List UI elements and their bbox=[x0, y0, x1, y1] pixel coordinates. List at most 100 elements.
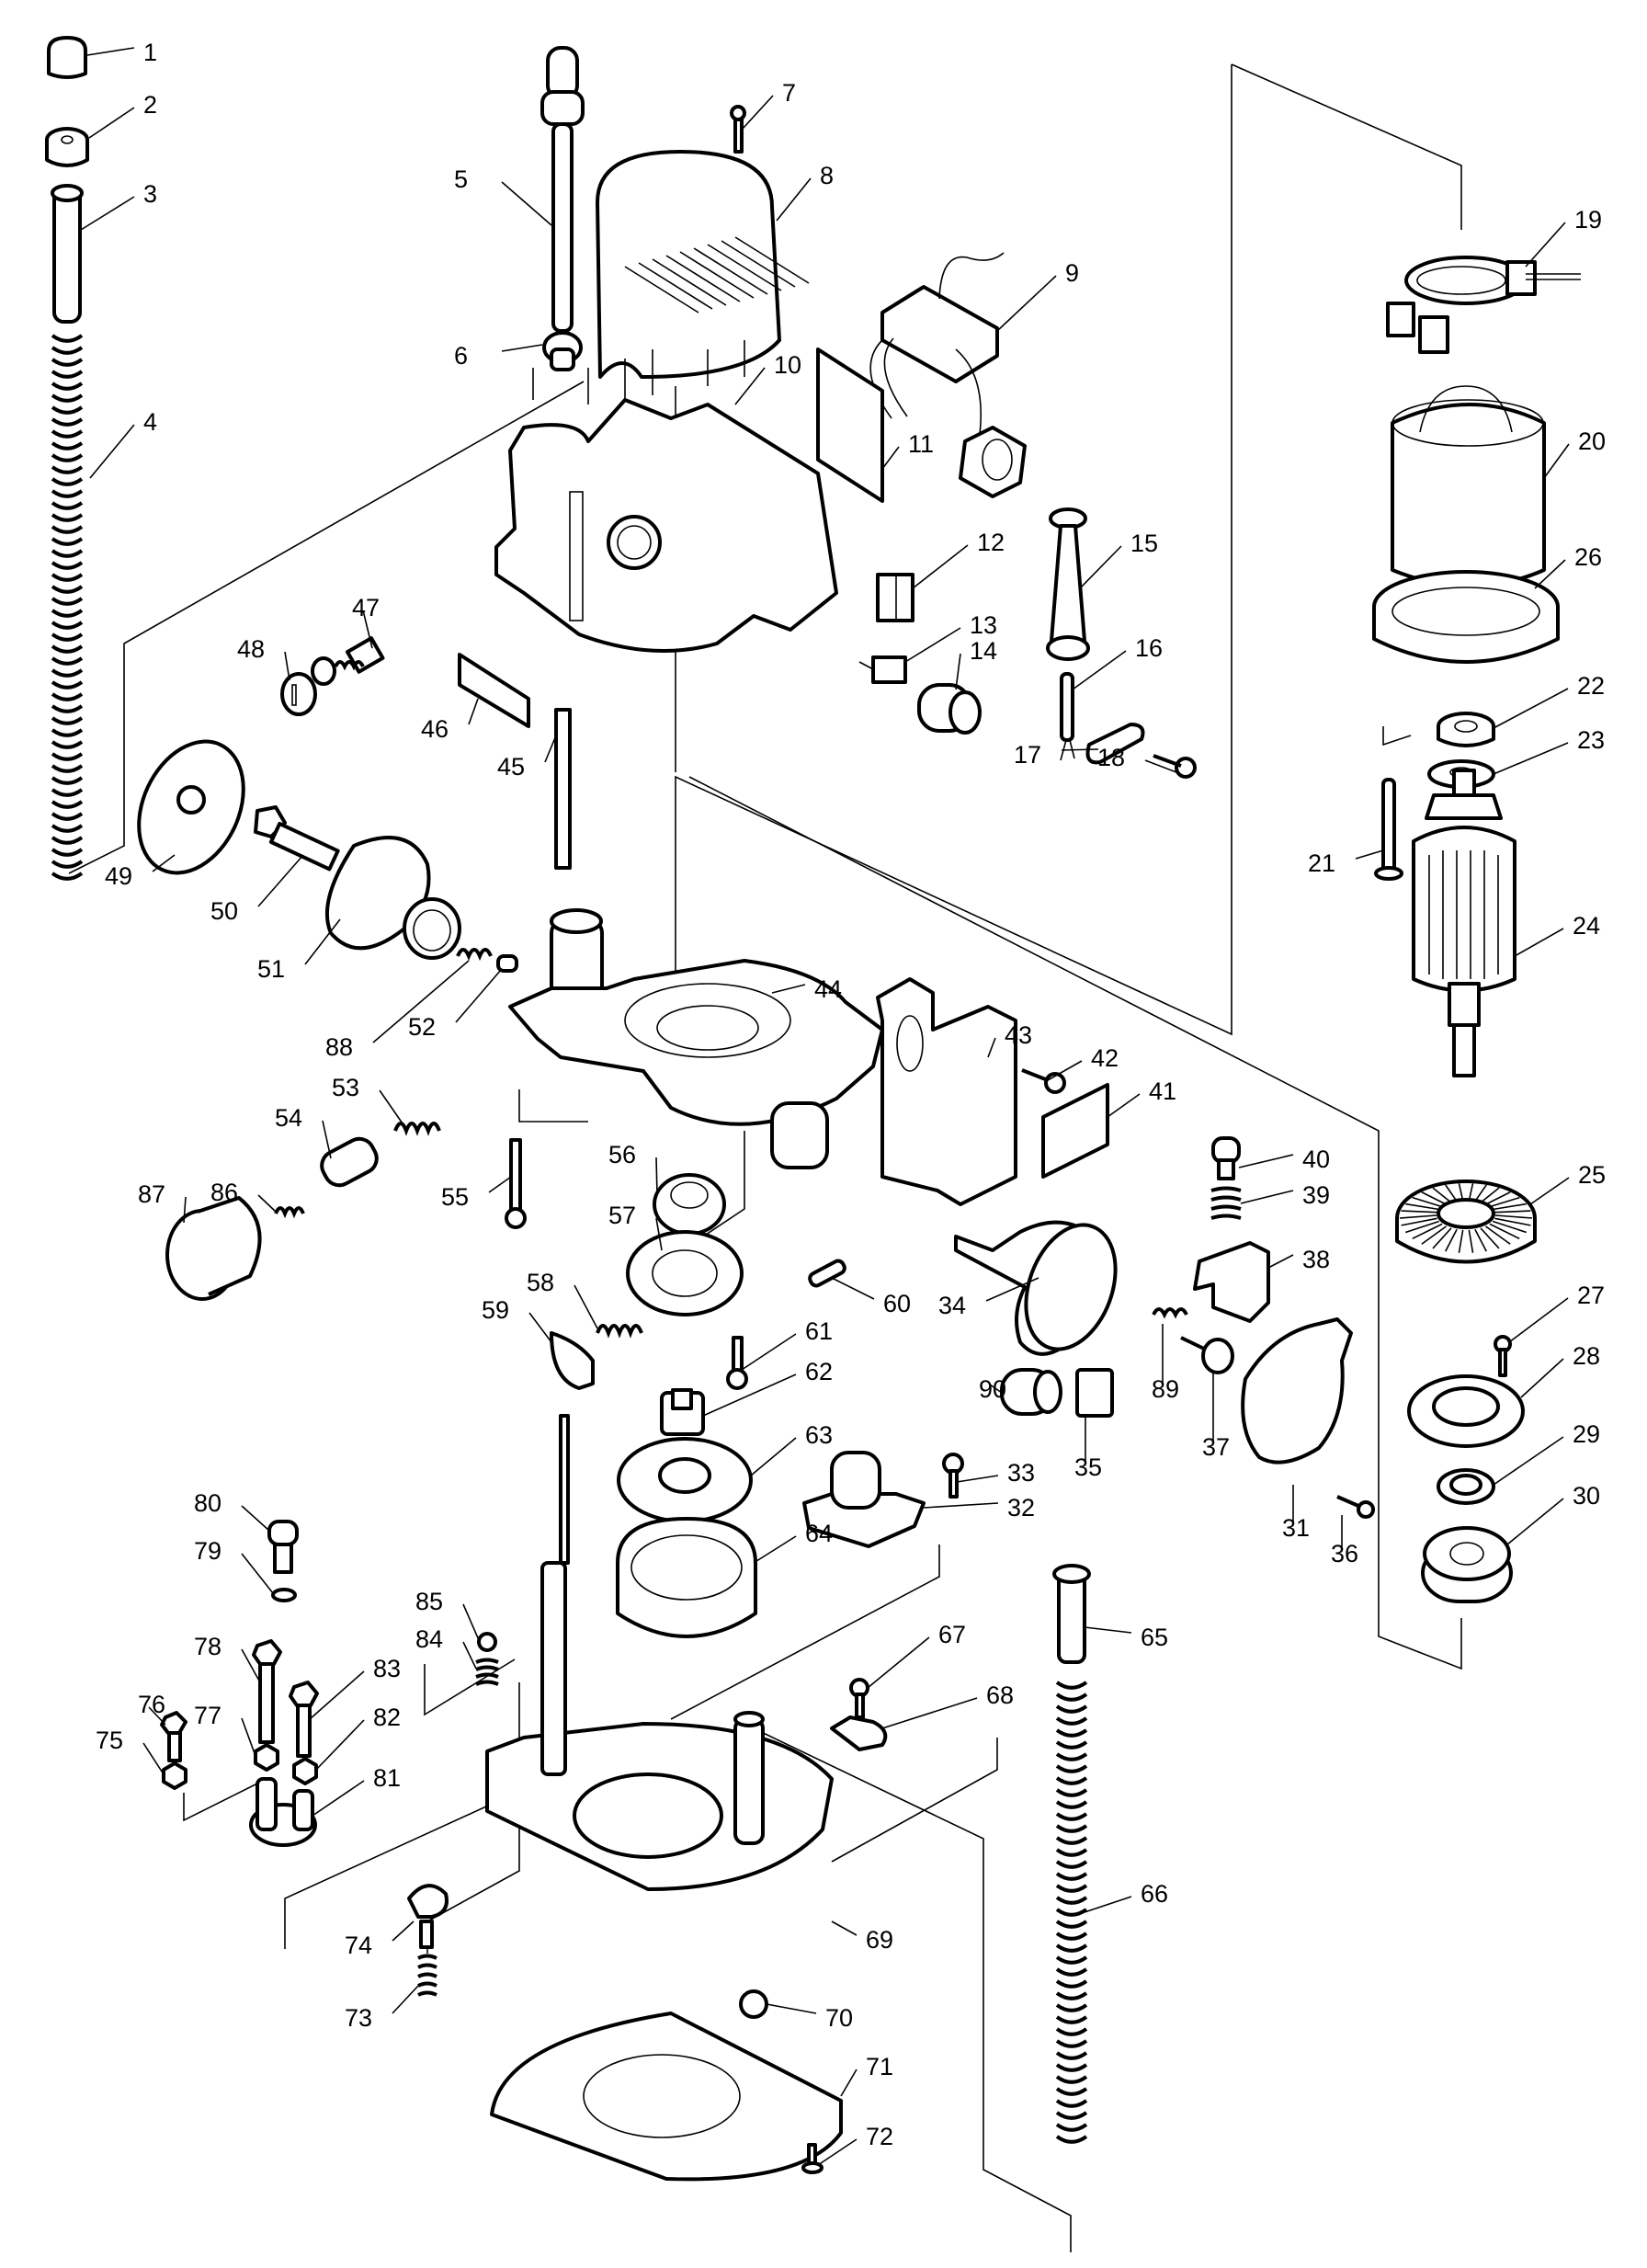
part-85-steel-ball[interactable] bbox=[477, 1632, 497, 1652]
part-24-armature[interactable] bbox=[1412, 769, 1516, 1077]
part-40-lock-button[interactable] bbox=[1211, 1136, 1241, 1180]
part-label-67[interactable]: 67 bbox=[867, 1621, 966, 1689]
part-83-hex-bolt[interactable] bbox=[289, 1681, 319, 1758]
part-56-bearing-seal[interactable] bbox=[653, 1173, 726, 1236]
part-label-22[interactable]: 22 bbox=[1493, 672, 1605, 729]
part-35-switch[interactable] bbox=[1075, 1368, 1114, 1418]
part-72-countersunk-screw[interactable] bbox=[801, 2143, 824, 2174]
part-60-pin[interactable] bbox=[808, 1259, 846, 1288]
part-label-70[interactable]: 70 bbox=[766, 2003, 853, 2032]
part-26-baffle-plate[interactable] bbox=[1372, 570, 1560, 664]
part-67-screw[interactable] bbox=[849, 1678, 869, 1719]
part-label-77[interactable]: 77 bbox=[194, 1702, 256, 1757]
part-76-hex-bolt[interactable] bbox=[160, 1711, 187, 1762]
part-48-brush-cap[interactable] bbox=[280, 672, 317, 716]
part-label-50[interactable]: 50 bbox=[210, 854, 304, 925]
part-15-cord-guard[interactable] bbox=[1046, 507, 1090, 661]
part-75-hex-nut[interactable] bbox=[162, 1761, 187, 1790]
part-53-compression-spring[interactable] bbox=[393, 1122, 441, 1136]
part-45-scale-strip[interactable] bbox=[554, 708, 572, 870]
part-43-handle-cover[interactable] bbox=[876, 977, 1017, 1206]
part-label-26[interactable]: 26 bbox=[1534, 543, 1602, 589]
part-label-6[interactable]: 6 bbox=[454, 342, 543, 370]
part-63-ring-plate[interactable] bbox=[617, 1437, 753, 1523]
part-label-49[interactable]: 49 bbox=[105, 854, 176, 890]
part-49-knob-grip[interactable] bbox=[119, 724, 264, 890]
part-label-64[interactable]: 64 bbox=[753, 1520, 833, 1564]
part-label-4[interactable]: 4 bbox=[89, 408, 157, 479]
part-label-59[interactable]: 59 bbox=[482, 1296, 552, 1343]
part-label-53[interactable]: 53 bbox=[332, 1074, 405, 1127]
part-71-base-plate[interactable] bbox=[490, 2012, 843, 2182]
part-41-label-plate[interactable] bbox=[1041, 1083, 1109, 1179]
part-30-ball-bearing[interactable] bbox=[1421, 1526, 1513, 1603]
part-70-retaining-ring[interactable] bbox=[739, 1989, 768, 2019]
part-88-compression-spring[interactable] bbox=[456, 948, 493, 962]
part-84-spring[interactable] bbox=[475, 1658, 499, 1686]
part-label-41[interactable]: 41 bbox=[1107, 1077, 1176, 1118]
part-label-28[interactable]: 28 bbox=[1520, 1342, 1600, 1398]
part-label-60[interactable]: 60 bbox=[831, 1277, 911, 1317]
part-label-84[interactable]: 84 bbox=[415, 1625, 477, 1670]
part-label-62[interactable]: 62 bbox=[702, 1358, 833, 1417]
part-label-37[interactable]: 37 bbox=[1202, 1373, 1230, 1461]
part-label-3[interactable]: 3 bbox=[80, 180, 157, 231]
part-label-31[interactable]: 31 bbox=[1282, 1485, 1310, 1542]
part-16-cord[interactable] bbox=[1060, 672, 1075, 761]
part-52-pin[interactable] bbox=[496, 954, 518, 973]
part-label-87[interactable]: 87 bbox=[138, 1180, 187, 1224]
part-label-42[interactable]: 42 bbox=[1047, 1044, 1119, 1081]
part-65-pole[interactable] bbox=[1052, 1564, 1091, 1664]
part-27-screw[interactable] bbox=[1494, 1335, 1512, 1377]
part-label-27[interactable]: 27 bbox=[1508, 1282, 1605, 1343]
part-51-handle-knob[interactable] bbox=[324, 836, 461, 960]
part-label-12[interactable]: 12 bbox=[912, 529, 1005, 589]
part-label-18[interactable]: 18 bbox=[1097, 744, 1177, 773]
part-1-cap[interactable] bbox=[47, 36, 87, 79]
part-57-bearing-plate[interactable] bbox=[626, 1230, 744, 1316]
part-label-56[interactable]: 56 bbox=[608, 1141, 658, 1196]
part-label-65[interactable]: 65 bbox=[1084, 1624, 1168, 1651]
part-46-name-plate[interactable] bbox=[458, 653, 530, 728]
part-10-motor-housing[interactable] bbox=[494, 340, 838, 653]
part-19-brush-holder[interactable] bbox=[1386, 256, 1581, 354]
part-11-label-plate[interactable] bbox=[816, 348, 884, 503]
part-label-15[interactable]: 15 bbox=[1079, 530, 1158, 589]
part-9-controller[interactable] bbox=[869, 252, 1027, 498]
part-label-32[interactable]: 32 bbox=[923, 1494, 1035, 1521]
part-label-33[interactable]: 33 bbox=[956, 1459, 1035, 1487]
part-label-85[interactable]: 85 bbox=[415, 1588, 480, 1641]
part-label-40[interactable]: 40 bbox=[1238, 1145, 1330, 1173]
part-82-hex-nut[interactable] bbox=[292, 1757, 318, 1785]
part-22-ball-bearing[interactable] bbox=[1437, 712, 1495, 747]
part-label-63[interactable]: 63 bbox=[750, 1421, 833, 1476]
part-label-74[interactable]: 74 bbox=[345, 1920, 415, 1959]
part-label-23[interactable]: 23 bbox=[1493, 726, 1605, 775]
part-61-screw[interactable] bbox=[726, 1336, 748, 1390]
part-label-51[interactable]: 51 bbox=[257, 918, 341, 983]
part-label-46[interactable]: 46 bbox=[421, 698, 479, 743]
part-label-90[interactable]: 90 bbox=[979, 1375, 1006, 1403]
part-8-top-cover[interactable] bbox=[596, 150, 810, 379]
part-label-72[interactable]: 72 bbox=[817, 2123, 893, 2166]
part-13-noise-suppressor[interactable] bbox=[858, 655, 907, 684]
part-21-long-screw[interactable] bbox=[1374, 778, 1403, 881]
part-32-flange-boss[interactable] bbox=[802, 1451, 926, 1548]
part-label-9[interactable]: 9 bbox=[996, 259, 1079, 332]
part-37-screw-with-washer[interactable] bbox=[1180, 1336, 1234, 1374]
part-label-10[interactable]: 10 bbox=[734, 351, 801, 405]
part-label-30[interactable]: 30 bbox=[1506, 1482, 1600, 1545]
part-label-83[interactable]: 83 bbox=[309, 1655, 401, 1720]
part-81-stopper-block[interactable] bbox=[249, 1777, 317, 1847]
part-label-78[interactable]: 78 bbox=[194, 1633, 261, 1683]
part-label-89[interactable]: 89 bbox=[1152, 1324, 1179, 1403]
part-66-long-spring[interactable] bbox=[1055, 1681, 1088, 2144]
part-90-ferrite-core[interactable] bbox=[1000, 1368, 1062, 1416]
part-label-73[interactable]: 73 bbox=[345, 1985, 419, 2032]
part-label-7[interactable]: 7 bbox=[742, 79, 796, 130]
part-label-71[interactable]: 71 bbox=[840, 2053, 893, 2097]
part-label-45[interactable]: 45 bbox=[497, 735, 557, 781]
part-7-screw[interactable] bbox=[730, 105, 746, 154]
part-label-44[interactable]: 44 bbox=[771, 975, 842, 1003]
part-label-47[interactable]: 47 bbox=[352, 594, 380, 649]
